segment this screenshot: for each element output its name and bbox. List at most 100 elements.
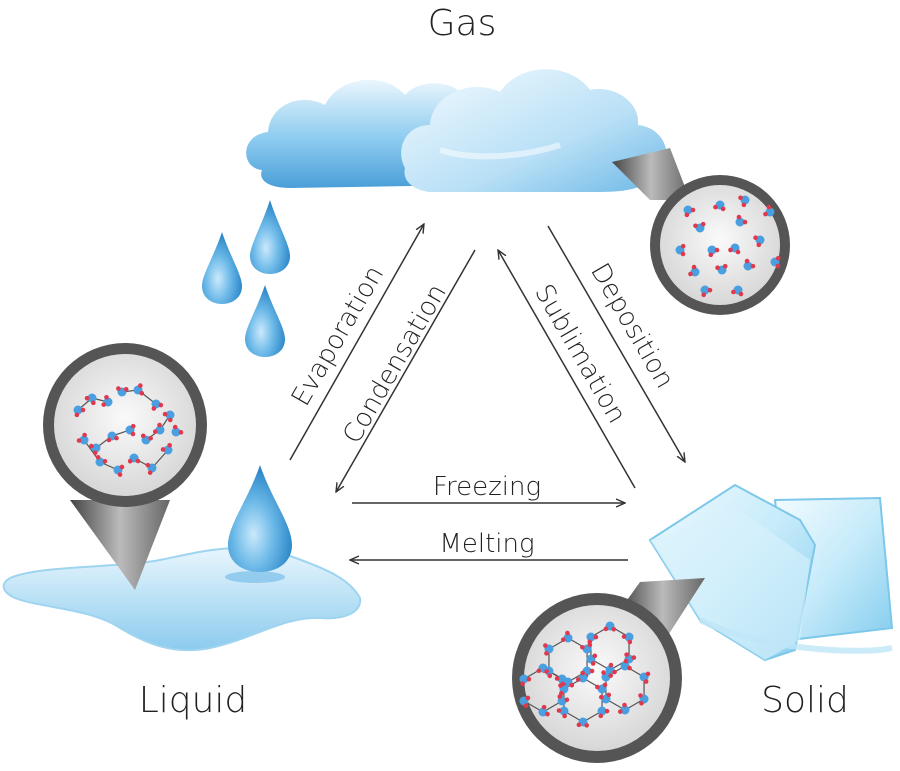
hydrogen-atom (92, 450, 98, 456)
hydrogen-atom (575, 677, 581, 682)
hydrogen-atom (756, 242, 762, 248)
hydrogen-atom (722, 263, 728, 269)
evaporation-arrow (289, 224, 424, 461)
hydrogen-atom (167, 442, 172, 448)
hydrogen-atom (101, 402, 107, 407)
hydrogen-atom (738, 195, 743, 201)
hydrogen-atom (606, 692, 612, 698)
hydrogen-atom (736, 214, 742, 220)
hydrogen-atom (576, 722, 582, 728)
hydrogen-atom (162, 411, 168, 417)
water-molecule (79, 435, 89, 445)
hydrogen-atom (621, 634, 627, 639)
hydrogen-atom (763, 211, 768, 217)
hydrogen-atom (592, 653, 598, 659)
hydrogen-atom (617, 709, 623, 714)
hydrogen-atom (690, 207, 696, 213)
water-molecule (683, 205, 693, 215)
hydrogen-atom (544, 669, 549, 674)
hydrogen-atom (178, 430, 184, 435)
hydrogen-atom (116, 386, 121, 391)
raindrops (202, 200, 290, 357)
hydrogen-atom (680, 243, 686, 249)
water-molecule (91, 443, 101, 453)
water-molecule (171, 427, 181, 437)
hydrogen-atom (638, 693, 643, 698)
hydrogen-atom (741, 202, 747, 208)
hydrogen-atom (580, 644, 585, 650)
hydrogen-atom (564, 697, 570, 703)
hydrogen-atom (520, 681, 525, 687)
hydrogen-atom (148, 435, 153, 441)
hydrogen-atom (611, 626, 617, 632)
hydrogen-atom (580, 670, 585, 676)
condensation-arrow (336, 249, 476, 492)
hydrogen-atom (114, 435, 119, 441)
water-molecule (563, 633, 573, 643)
hydrogen-atom (145, 462, 151, 468)
hydrogen-atom (565, 630, 570, 636)
water-molecule (519, 674, 529, 684)
hydrogen-atom (560, 681, 565, 687)
hydrogen-atom (557, 694, 563, 699)
hydrogen-atom (623, 658, 629, 664)
water-molecule (578, 673, 588, 683)
hydrogen-atom (140, 433, 146, 439)
hydrogen-atom (158, 402, 164, 408)
hydrogen-atom (560, 637, 566, 642)
hydrogen-atom (693, 223, 698, 229)
hydrogen-atom (147, 470, 153, 475)
hydrogen-atom (119, 464, 125, 470)
hydrogen-atom (602, 682, 608, 688)
water-molecule (557, 674, 567, 684)
hydrogen-atom (569, 682, 575, 688)
ice-lattice-icon (512, 578, 705, 763)
hydrogen-atom (82, 432, 87, 438)
hydrogen-atom (160, 447, 166, 452)
hydrogen-atom (589, 668, 595, 674)
hydrogen-atom (106, 437, 112, 443)
liquid-molecules-icon (43, 343, 207, 590)
hydrogen-atom (612, 669, 617, 675)
hydrogen-atom (631, 655, 637, 660)
hydrogen-atom (135, 458, 141, 464)
melting-label: Melting (439, 529, 534, 559)
hydrogen-atom (700, 221, 706, 227)
hydrogen-atom (541, 704, 547, 710)
hydrogen-atom (750, 263, 756, 269)
hydrogen-atom (688, 271, 693, 277)
hydrogen-atom (543, 643, 548, 648)
hydrogen-atom (167, 417, 173, 423)
hydrogen-atom (742, 219, 748, 225)
hydrogen-atom (639, 700, 644, 706)
hydrogen-atom (547, 673, 553, 679)
water-molecule (700, 285, 710, 295)
water-molecule (165, 410, 175, 420)
hydrogen-atom (152, 429, 158, 434)
water-molecule (559, 706, 569, 716)
gas-label: Gas (428, 3, 497, 44)
hydrogen-atom (590, 661, 596, 666)
water-molecule (624, 632, 634, 642)
hydrogen-atom (627, 665, 632, 671)
hydrogen-atom (598, 713, 604, 719)
hydrogen-atom (102, 458, 108, 464)
hydrogen-atom (775, 263, 781, 269)
hydrogen-atom (608, 662, 614, 668)
water-molecule (155, 425, 165, 435)
liquid-label: Liquid (139, 680, 248, 721)
hydrogen-atom (584, 723, 590, 728)
hydrogen-atom (713, 204, 718, 210)
hydrogen-atom (545, 711, 550, 717)
hydrogen-atom (720, 206, 726, 212)
hydrogen-atom (603, 626, 609, 632)
hydrogen-atom (525, 695, 531, 701)
deposition-arrow (547, 225, 685, 462)
hydrogen-atom (526, 676, 532, 682)
hydrogen-atom (157, 422, 162, 428)
hydrogen-atom (714, 247, 720, 253)
gas-molecules-icon (612, 148, 790, 315)
hydrogen-atom (684, 212, 690, 218)
